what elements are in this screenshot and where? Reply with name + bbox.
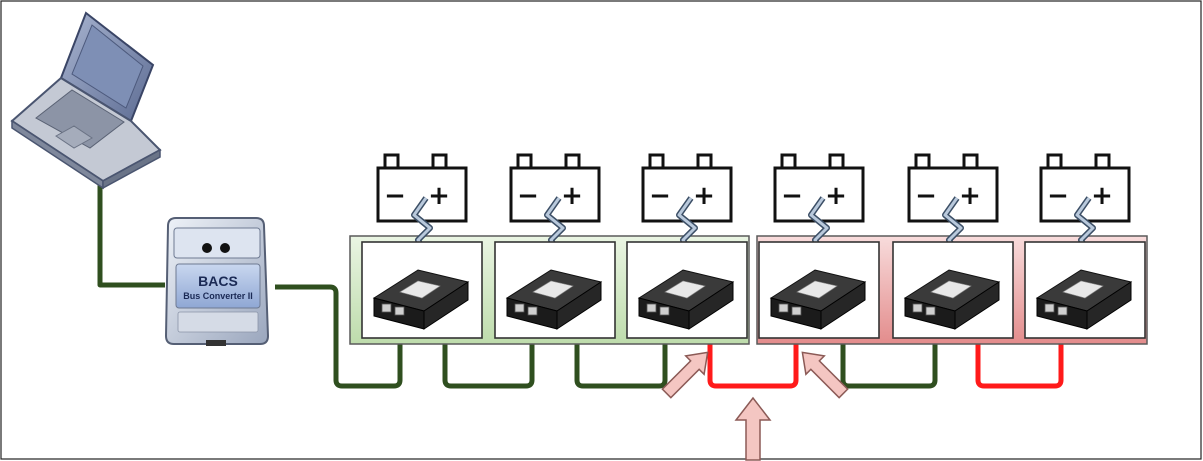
- battery-unit: −+: [1024, 153, 1146, 339]
- battery-minus-label: −: [1047, 181, 1069, 211]
- bus-wire-sensor1-sensor2: [442, 340, 535, 389]
- battery-minus-label: −: [384, 181, 406, 211]
- bus-wire-sensor5-sensor6: [975, 340, 1064, 389]
- battery-unit: −+: [892, 153, 1014, 339]
- fault-arrow-center: [734, 396, 772, 461]
- battery-unit: −+: [494, 153, 616, 339]
- fault-arrows: [661, 351, 849, 461]
- fault-arrow-right: [801, 351, 849, 399]
- bus-wire-converter-sensor1: [275, 284, 403, 389]
- battery-units: −+−+−+−+−+−+: [361, 153, 1146, 339]
- bus-wires: [97, 180, 1064, 389]
- battery-plus-label: +: [428, 181, 450, 211]
- battery-sensor-module-icon: [372, 269, 470, 330]
- battery-unit: −+: [758, 153, 880, 339]
- converter-title: BACS: [198, 273, 238, 289]
- battery-icon: −+: [1039, 153, 1131, 223]
- battery-sensor-module-icon: [505, 269, 603, 330]
- bus-wire-sensor2-sensor3: [574, 340, 668, 389]
- battery-minus-label: −: [915, 181, 937, 211]
- bus-converter-icon: BACS Bus Converter II: [164, 217, 270, 346]
- converter-subtitle: Bus Converter II: [183, 291, 253, 301]
- battery-plus-label: +: [825, 181, 847, 211]
- bus-wire-sensor4-sensor5: [840, 340, 938, 389]
- battery-minus-label: −: [781, 181, 803, 211]
- battery-unit: −+: [626, 153, 748, 339]
- battery-sensor-module-icon: [903, 269, 1001, 330]
- battery-icon: −+: [509, 153, 601, 223]
- battery-icon: −+: [907, 153, 999, 223]
- laptop-icon: [10, 11, 162, 190]
- battery-minus-label: −: [649, 181, 671, 211]
- battery-icon: −+: [773, 153, 865, 223]
- battery-minus-label: −: [517, 181, 539, 211]
- battery-icon: −+: [376, 153, 468, 223]
- battery-unit: −+: [361, 153, 483, 339]
- battery-icon: −+: [641, 153, 733, 223]
- battery-sensor-module-icon: [769, 269, 867, 330]
- battery-sensor-module-icon: [1035, 269, 1133, 330]
- battery-plus-label: +: [693, 181, 715, 211]
- bus-wire-laptop-converter: [97, 180, 165, 288]
- fault-arrow-left: [661, 351, 709, 399]
- bus-wire-sensor3-sensor4: [707, 340, 799, 389]
- battery-plus-label: +: [1091, 181, 1113, 211]
- battery-sensor-module-icon: [637, 269, 735, 330]
- battery-plus-label: +: [561, 181, 583, 211]
- battery-plus-label: +: [959, 181, 981, 211]
